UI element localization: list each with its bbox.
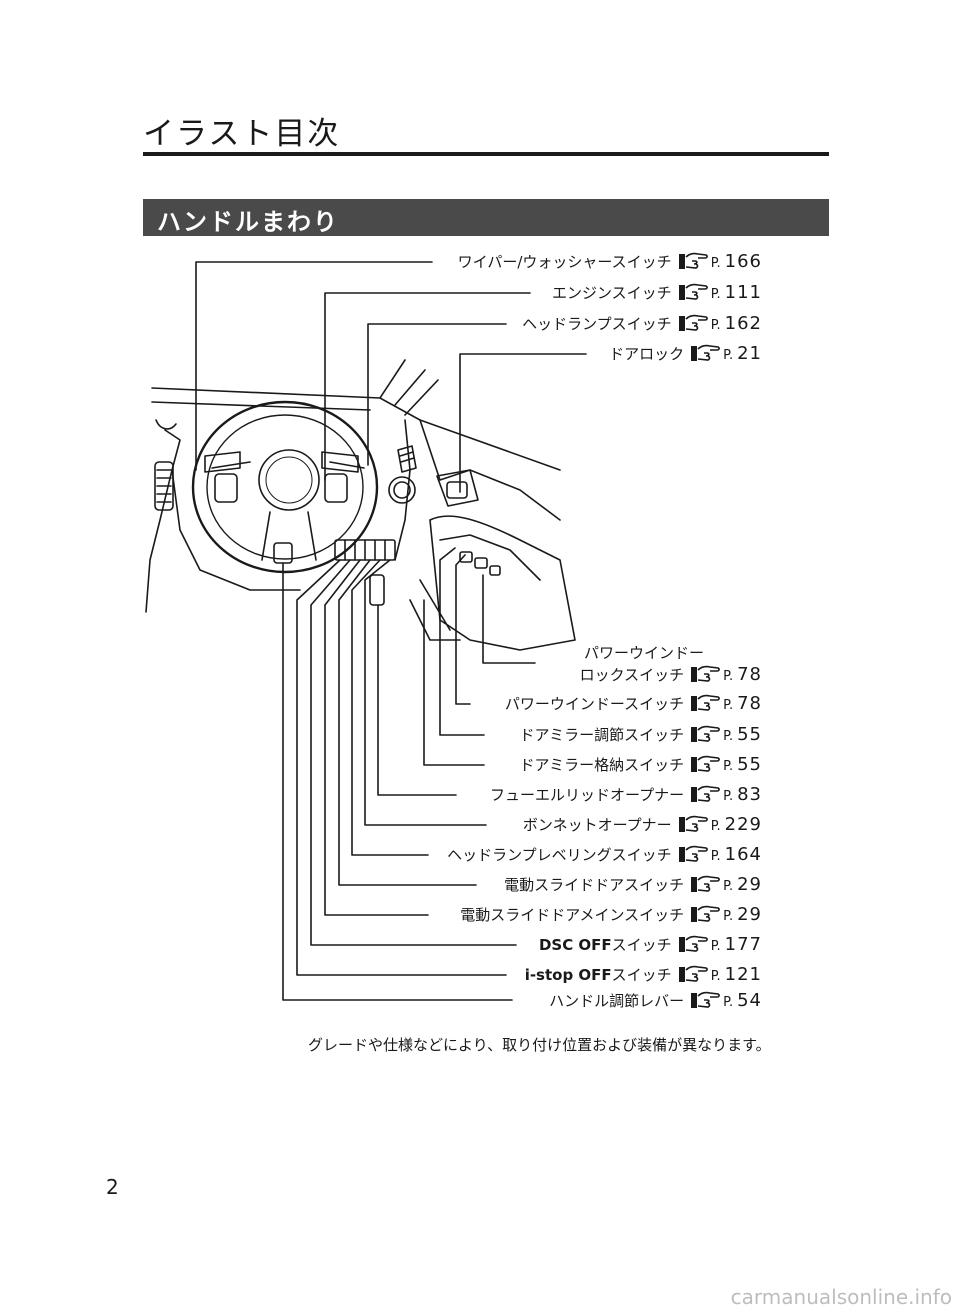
steering-switch [214, 473, 238, 503]
leader-line [439, 547, 485, 736]
dashboard-line [171, 469, 301, 591]
section-header: ハンドルまわり [143, 199, 829, 236]
leader-line [459, 353, 587, 493]
leader-line [367, 323, 507, 466]
title-rule [143, 152, 829, 156]
power-window-switch [474, 557, 488, 569]
pointing-hand-icon [678, 314, 708, 331]
pointing-hand-icon [678, 283, 708, 300]
leader-line [195, 261, 433, 471]
power-window-switch [459, 551, 473, 563]
steering-hub [258, 449, 320, 511]
door-lock-knob [446, 481, 468, 499]
pointing-hand-icon [678, 845, 708, 862]
leader-line [482, 574, 536, 664]
footnote: グレードや仕様などにより、取り付け位置および装備が異なります。 [308, 1036, 771, 1054]
leader-line [423, 599, 485, 766]
pointing-hand-icon [691, 694, 721, 711]
steering-column-lever [273, 542, 293, 564]
pointing-hand-icon [678, 935, 708, 952]
pointing-hand-icon [691, 785, 721, 802]
leader-line [455, 554, 471, 705]
watermark: carmanualsonline.info [730, 1285, 952, 1309]
air-vent [388, 476, 416, 504]
pointing-hand-icon [691, 875, 721, 892]
pointing-hand-icon [691, 725, 721, 742]
leader-line [364, 559, 487, 826]
pointing-hand-icon [678, 965, 708, 982]
dashboard-line [151, 387, 561, 471]
fuel-lid-opener [369, 574, 385, 606]
dashboard-line [419, 419, 561, 521]
dashboard-line [394, 419, 411, 561]
pointing-hand-icon [678, 252, 708, 269]
dashboard-line [379, 359, 439, 416]
leader-line [351, 559, 429, 856]
steering-switch [324, 473, 348, 503]
power-window-switch [489, 565, 501, 576]
air-vent [154, 461, 174, 511]
pointing-hand-icon [691, 755, 721, 772]
pointing-hand-icon [691, 905, 721, 922]
leader-line [296, 559, 507, 976]
section-title: ハンドルまわり [157, 208, 339, 236]
leader-line [310, 559, 517, 946]
leader-line [338, 559, 477, 886]
air-vent [397, 445, 417, 473]
page-number: 2 [106, 1175, 119, 1199]
leader-line [377, 604, 457, 796]
door-panel [429, 515, 576, 651]
leader-line [282, 562, 513, 1001]
page-title: イラスト目次 [143, 116, 341, 152]
pointing-hand-icon [691, 344, 721, 361]
pointing-hand-icon [691, 665, 721, 682]
dashboard-line [145, 429, 181, 613]
leader-line [324, 292, 531, 481]
steering-wheel [191, 400, 379, 574]
pointing-hand-icon [691, 991, 721, 1008]
leader-line [324, 559, 429, 916]
pointing-hand-icon [678, 815, 708, 832]
